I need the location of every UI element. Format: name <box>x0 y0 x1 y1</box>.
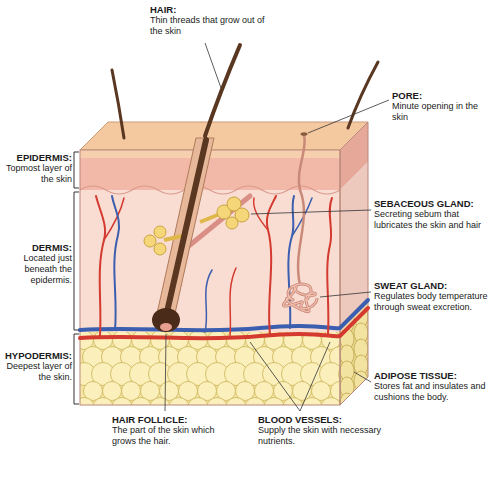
label-text: Topmost layer of the skin <box>2 163 72 185</box>
label-text: Deepest layer of the skin. <box>2 361 72 383</box>
callout-label: DERMIS:Located just beneath the epidermi… <box>2 242 72 286</box>
fat-cell <box>169 398 190 406</box>
label-heading: PORE: <box>392 90 492 101</box>
label-heading: EPIDERMIS: <box>2 152 72 163</box>
callout-label: SEBACEOUS GLAND:Secreting sebum that lub… <box>374 198 496 231</box>
label-text: Stores fat and insulates and cushions th… <box>374 381 496 403</box>
dermis-layer <box>80 190 340 332</box>
callout-label: ADIPOSE TISSUE:Stores fat and insulates … <box>374 370 496 403</box>
hair-root <box>167 140 206 312</box>
fat-cell <box>354 387 368 407</box>
fat-cell <box>354 371 368 391</box>
label-heading: ADIPOSE TISSUE: <box>374 370 496 381</box>
hair-shaft <box>112 70 124 138</box>
sweat-gland-coil <box>283 284 317 312</box>
fat-cell <box>207 398 228 406</box>
fat-cell <box>131 398 152 406</box>
block-outline <box>80 150 340 405</box>
layer-bracket <box>74 152 79 404</box>
label-heading: HAIR FOLLICLE: <box>112 414 224 425</box>
label-text: Supply the skin with necessary nutrients… <box>258 425 388 447</box>
hair-shaft <box>348 62 378 128</box>
fat-cell <box>226 398 247 406</box>
callout-label: HAIR FOLLICLE:The part of the skin which… <box>112 414 224 447</box>
callout-label: HYPODERMIS:Deepest layer of the skin. <box>2 350 72 383</box>
fat-cell <box>264 398 285 406</box>
fat-cell <box>188 398 209 406</box>
label-heading: HAIR: <box>150 4 265 15</box>
leader-line <box>165 43 389 411</box>
callout-label: EPIDERMIS:Topmost layer of the skin <box>2 152 72 185</box>
fat-cell <box>93 398 114 406</box>
label-text: Regulates body temperature through sweat… <box>374 291 496 313</box>
side-outline <box>340 122 368 405</box>
label-heading: DERMIS: <box>2 242 72 253</box>
label-heading: SWEAT GLAND: <box>374 280 496 291</box>
fat-cells <box>73 307 370 419</box>
sebaceous-gland <box>144 197 249 255</box>
pore-opening <box>301 132 308 136</box>
label-text: Minute opening in the skin <box>392 101 492 123</box>
fat-cell <box>245 398 266 406</box>
label-text: Located just beneath the epidermis. <box>2 253 72 285</box>
sweat-duct <box>298 135 305 285</box>
hypodermis-side <box>340 304 368 405</box>
callout-label: BLOOD VESSELS:Supply the skin with neces… <box>258 414 388 447</box>
callout-label: SWEAT GLAND:Regulates body temperature t… <box>374 280 496 313</box>
fat-cell <box>112 398 133 406</box>
label-heading: BLOOD VESSELS: <box>258 414 388 425</box>
blood-vessels <box>80 196 368 338</box>
dermal-papilla <box>160 323 172 331</box>
label-text: Secreting sebum that lubricates the skin… <box>374 209 496 231</box>
fat-cell <box>321 398 341 406</box>
fat-cell <box>80 398 95 406</box>
label-text: Thin threads that grow out of the skin <box>150 15 265 37</box>
callout-label: PORE:Minute opening in the skin <box>392 90 492 123</box>
sweat-gland-coil <box>283 284 317 312</box>
fat-cell <box>150 398 171 406</box>
label-text: The part of the skin which grows the hai… <box>112 425 224 447</box>
label-heading: HYPODERMIS: <box>2 350 72 361</box>
label-heading: SEBACEOUS GLAND: <box>374 198 496 209</box>
hair-bulb <box>152 308 180 332</box>
callout-label: HAIR:Thin threads that grow out of the s… <box>150 4 265 37</box>
